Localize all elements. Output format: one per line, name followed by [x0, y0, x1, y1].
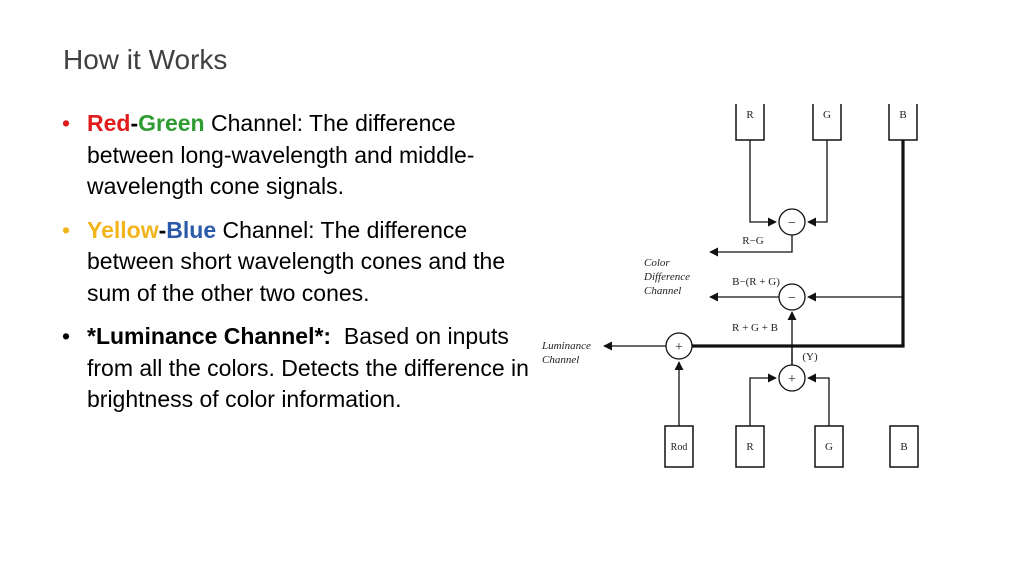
color-label-line3: Channel: [644, 285, 681, 297]
lum-label-line1: Luminance: [541, 340, 591, 352]
bottom-g-label: G: [825, 441, 833, 453]
term-yellow: Yellow: [87, 216, 159, 243]
bullet-list: • Red-Green Channel: The difference betw…: [62, 108, 532, 428]
bullet-text: Channel: The difference between short wa…: [87, 216, 506, 306]
opponent-channel-diagram: R G B − R−G − B−(R + G) R + G + B: [530, 95, 1010, 490]
rg-output-line: [709, 235, 793, 257]
bullet-yellow-blue: • Yellow-Blue Channel: The difference be…: [62, 215, 532, 310]
bottom-rod-label: Rod: [671, 442, 688, 453]
slide-title: How it Works: [63, 44, 228, 75]
bottom-g-to-plus-line: [807, 373, 830, 426]
top-cone-g-box: G: [812, 104, 842, 141]
term-blue: Blue: [166, 216, 217, 243]
top-cone-r-box: R: [735, 104, 765, 141]
term-sep: -: [158, 216, 167, 243]
term-luminance: *Luminance Channel*:: [87, 323, 332, 349]
bullet-text: Channel: The difference between long-wav…: [87, 110, 475, 199]
g-to-minus-line: [807, 140, 828, 227]
bottom-r-label: R: [746, 441, 754, 453]
bottom-r-to-plus-line: [749, 373, 777, 426]
bottom-cone-r-box: R: [735, 425, 765, 468]
r-to-minus-line: [749, 140, 777, 227]
diagram-svg: R G B − R−G − B−(R + G) R + G + B: [541, 104, 919, 468]
bullet-luminance: • *Luminance Channel*: Based on inputs f…: [62, 321, 532, 416]
top-g-label: G: [823, 109, 831, 121]
b-thick-line: [682, 140, 905, 348]
rgb-plus-node: [778, 364, 806, 392]
top-r-label: R: [746, 109, 754, 121]
byrg-label: B−(R + G): [732, 276, 780, 288]
term-red: Red: [87, 110, 131, 136]
top-cone-b-box: B: [888, 104, 918, 141]
bullet-text: Based on inputs from all the colors. Det…: [87, 323, 536, 412]
color-label-line1: Color: [644, 257, 670, 269]
y-label: (Y): [802, 351, 818, 363]
rg-label: R−G: [742, 235, 764, 247]
luminance-plus-sign: +: [675, 340, 683, 355]
term-green: Green: [138, 110, 205, 136]
bottom-cone-b-box: B: [889, 425, 919, 468]
bullet-red-green: • Red-Green Channel: The difference betw…: [62, 108, 532, 203]
top-b-label: B: [899, 109, 906, 121]
rgb-plus-sign: +: [788, 372, 796, 387]
term-sep: -: [130, 110, 139, 136]
rg-minus-sign: −: [788, 216, 796, 231]
bullet-dot: •: [62, 216, 71, 243]
rgb-label: R + G + B: [732, 322, 778, 334]
bottom-b-label: B: [900, 441, 907, 453]
bottom-rod-box: Rod: [664, 425, 694, 468]
bottom-cone-g-box: G: [814, 425, 844, 468]
bullet-dot: •: [62, 323, 71, 349]
lum-label-line2: Channel: [542, 354, 579, 366]
bullet-dot: •: [62, 110, 71, 136]
byrg-minus-sign: −: [788, 291, 796, 306]
color-difference-channel-label: Color Difference Channel: [643, 257, 690, 297]
color-label-line2: Difference: [643, 271, 690, 283]
luminance-channel-label: Luminance Channel: [541, 340, 591, 366]
